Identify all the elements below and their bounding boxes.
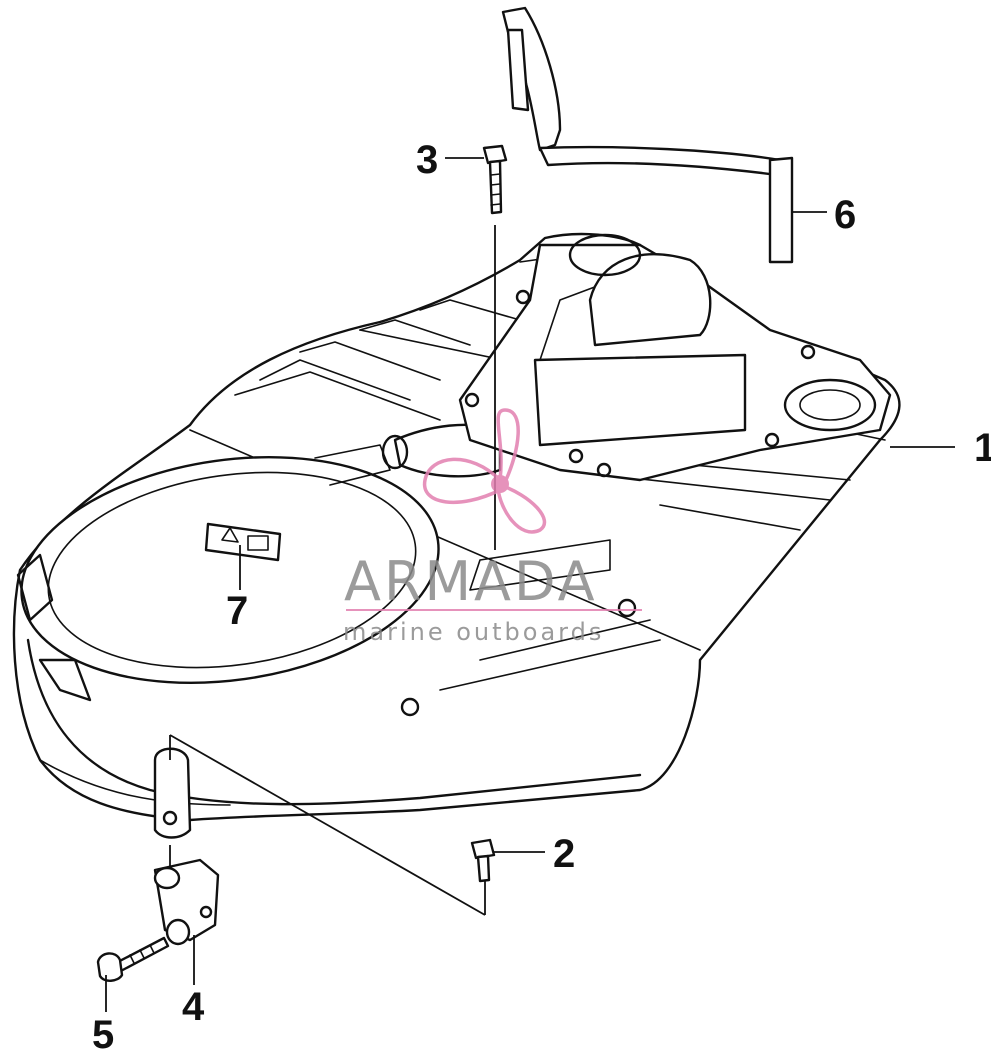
seal-strip-part bbox=[501, 6, 794, 264]
warning-triangle-icon bbox=[221, 527, 239, 543]
callout-5: 5 bbox=[92, 1013, 114, 1052]
bolt-part-3 bbox=[482, 144, 508, 215]
callout-3: 3 bbox=[416, 138, 438, 182]
watermark: ARMADA marine outboards bbox=[343, 408, 642, 646]
watermark-brand: ARMADA bbox=[344, 550, 598, 613]
callout-4: 4 bbox=[182, 985, 205, 1029]
callout-2: 2 bbox=[553, 832, 575, 876]
label-symbol-icon bbox=[247, 535, 269, 551]
mount-bracket-part bbox=[153, 858, 220, 946]
propeller-icon bbox=[422, 408, 547, 534]
bolt-part-2 bbox=[470, 838, 496, 883]
callout-1: 1 bbox=[974, 426, 991, 470]
watermark-tagline: marine outboards bbox=[343, 618, 604, 646]
bottom-cowling-part bbox=[12, 232, 901, 839]
callout-7: 7 bbox=[226, 589, 248, 633]
callout-6: 6 bbox=[834, 193, 856, 237]
leader-lines bbox=[105, 157, 955, 1012]
warning-label-part bbox=[204, 522, 282, 562]
bolt-part-5 bbox=[96, 936, 170, 982]
